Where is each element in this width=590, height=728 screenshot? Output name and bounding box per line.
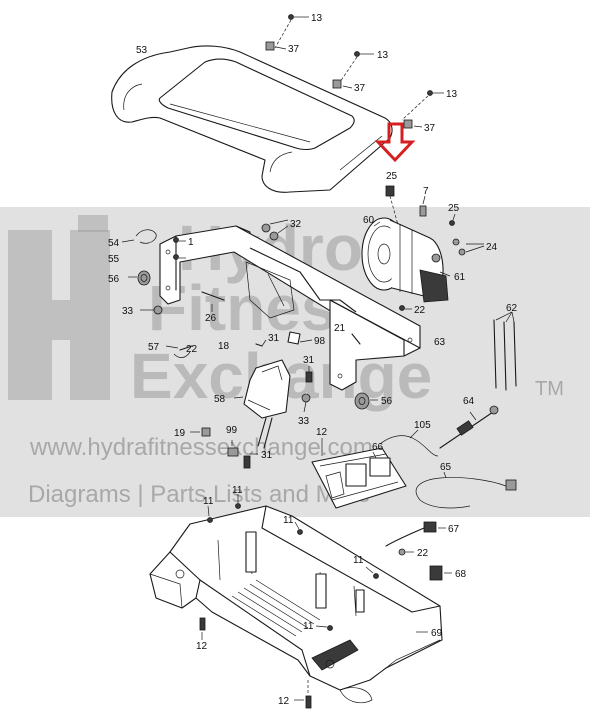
callout-65: 65 — [440, 462, 452, 473]
switch-and-cords — [385, 521, 452, 581]
callout-55: 55 — [108, 254, 120, 265]
motor-frame — [159, 225, 421, 391]
callout-37-b: 37 — [354, 83, 366, 94]
callout-labels: 13 37 53 13 37 13 37 25 7 25 32 60 24 54… — [108, 13, 518, 707]
callout-1: 1 — [188, 237, 194, 248]
callout-22-a: 22 — [414, 305, 426, 316]
callout-32: 32 — [290, 219, 302, 230]
callout-12-b: 12 — [196, 641, 208, 652]
callout-64: 64 — [463, 396, 475, 407]
callout-11-c: 11 — [283, 515, 294, 526]
callout-13-c: 13 — [446, 89, 458, 100]
callout-58: 58 — [214, 394, 226, 405]
callout-13-a: 13 — [311, 13, 323, 24]
watermark-url: www.hydrafitnessexchange.com — [29, 434, 373, 461]
watermark-logo-mark — [8, 230, 110, 400]
callout-18: 18 — [218, 341, 230, 352]
callout-24: 24 — [486, 242, 498, 253]
callout-60: 60 — [363, 215, 375, 226]
callout-31-b: 31 — [303, 355, 315, 366]
callout-26: 26 — [205, 313, 217, 324]
callout-22-c: 22 — [417, 548, 429, 559]
callout-69: 69 — [431, 628, 443, 639]
speed-sensor-wires — [493, 311, 517, 391]
power-wiring — [379, 405, 517, 509]
callout-105: 105 — [414, 420, 431, 431]
callout-11-b: 11 — [232, 485, 243, 496]
base-shroud — [149, 505, 443, 704]
callout-12-c: 12 — [278, 696, 290, 707]
indicator-arrow — [374, 122, 416, 163]
frame-hardware — [121, 219, 289, 315]
callout-21: 21 — [334, 323, 346, 334]
callout-11-e: 11 — [303, 621, 314, 632]
callout-25-a: 25 — [386, 171, 398, 182]
callout-67: 67 — [448, 524, 460, 535]
hood-fasteners — [265, 14, 444, 129]
callout-61: 61 — [454, 272, 466, 283]
callout-63: 63 — [434, 337, 446, 348]
callout-19: 19 — [174, 428, 186, 439]
base-fasteners — [199, 494, 379, 709]
callout-33-b: 33 — [298, 416, 310, 427]
callout-31-a: 31 — [268, 333, 280, 344]
callout-37-a: 37 — [288, 44, 300, 55]
callout-66: 66 — [372, 442, 384, 453]
callout-54: 54 — [108, 238, 120, 249]
watermark-logo-mark-tail — [78, 215, 108, 232]
incline-motor — [233, 331, 361, 449]
callout-57: 57 — [148, 342, 160, 353]
callout-53: 53 — [136, 45, 148, 56]
callout-99: 99 — [226, 425, 238, 436]
watermark: Hydro Fitness Exchange TM www.hydrafitne… — [0, 207, 590, 517]
watermark-tagline: Diagrams | Parts Lists and More — [28, 481, 370, 508]
controller-board — [311, 438, 407, 509]
callout-22-b: 22 — [186, 344, 198, 355]
drive-motor — [361, 217, 451, 303]
callout-13-b: 13 — [377, 50, 389, 61]
callout-33-a: 33 — [122, 306, 134, 317]
callout-62: 62 — [506, 303, 518, 314]
watermark-trademark: TM — [535, 378, 564, 400]
motor-hardware — [385, 185, 485, 311]
callout-7: 7 — [423, 186, 429, 197]
callout-68: 68 — [455, 569, 467, 580]
callout-56-a: 56 — [108, 274, 120, 285]
callout-12-a: 12 — [316, 427, 328, 438]
wheels-and-bolts — [165, 339, 378, 469]
callout-98: 98 — [314, 336, 326, 347]
callout-11-a: 11 — [203, 496, 214, 507]
callout-56-b: 56 — [381, 396, 393, 407]
callout-37-c: 37 — [424, 123, 436, 134]
motor-hood — [111, 45, 393, 193]
callout-11-d: 11 — [353, 555, 364, 566]
callout-31-c: 31 — [261, 450, 273, 461]
callout-25-b: 25 — [448, 203, 460, 214]
